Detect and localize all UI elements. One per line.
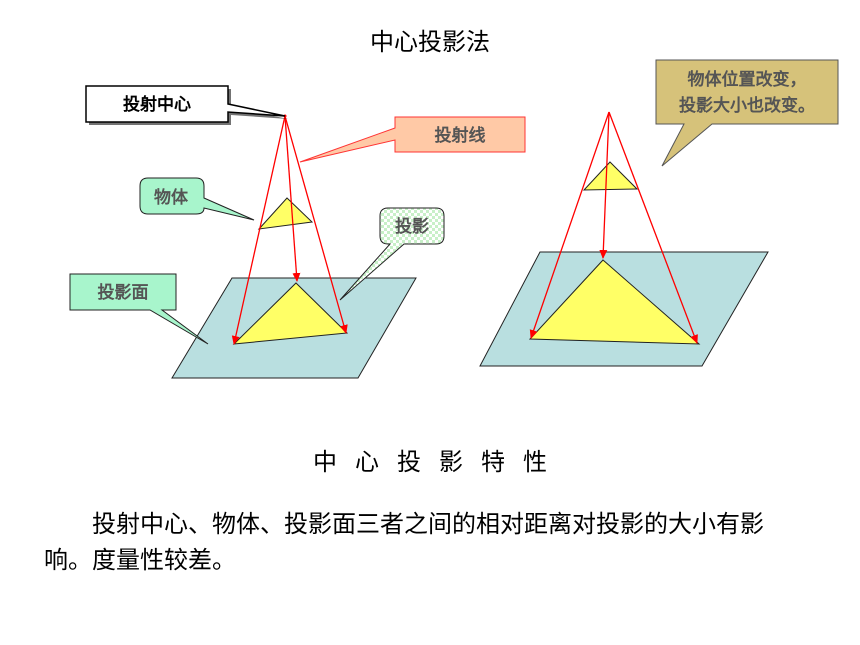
note-line-1: 物体位置改变， bbox=[688, 69, 807, 90]
object-triangle-right bbox=[582, 161, 639, 191]
projection-plane-label: 投影面 bbox=[98, 282, 149, 303]
projection-rays-left bbox=[231, 115, 348, 345]
projection-line-label: 投射线 bbox=[435, 125, 486, 146]
projection-label: 投影 bbox=[395, 216, 429, 237]
projection-rays-right bbox=[529, 111, 698, 344]
callout-projection: 投影 bbox=[339, 207, 445, 301]
callout-projection-plane: 投影面 bbox=[69, 273, 209, 345]
note-line-2: 投影大小也改变。 bbox=[679, 95, 815, 116]
projection-triangle-right bbox=[528, 259, 701, 345]
projection-center-label: 投射中心 bbox=[123, 94, 191, 115]
callout-projection-line: 投射线 bbox=[299, 116, 526, 163]
object-triangle-left bbox=[257, 197, 314, 230]
callout-note: 物体位置改变， 投影大小也改变。 bbox=[655, 59, 839, 167]
callout-object: 物体 bbox=[139, 177, 255, 221]
projection-triangle-left bbox=[232, 282, 349, 345]
object-label: 物体 bbox=[154, 187, 189, 208]
section-heading: 中心投影特性 bbox=[313, 448, 565, 476]
description-text: 投射中心、物体、投影面三者之间的相对距离对投影的大小有影响。度量性较差。 bbox=[44, 510, 764, 574]
page-title: 中心投影法 bbox=[370, 28, 490, 56]
callout-projection-center: 投射中心 bbox=[85, 85, 288, 125]
